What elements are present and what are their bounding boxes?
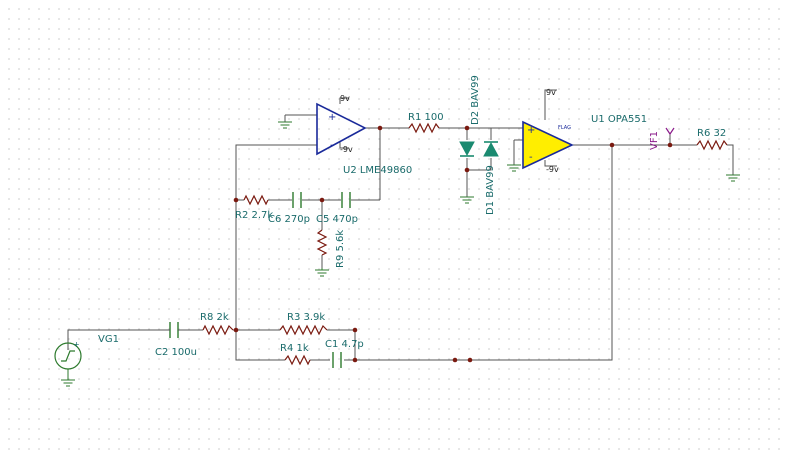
node-dot — [233, 327, 239, 333]
node-dot — [464, 167, 470, 173]
node-dot — [452, 357, 458, 363]
vf1-label: VF1 — [649, 131, 660, 150]
u2-neg-supply: -9v — [340, 145, 353, 154]
r8-label: R8 2k — [200, 312, 229, 323]
voltage-probe-vf1[interactable] — [665, 127, 675, 136]
u1-label: U1 OPA551 — [591, 114, 647, 125]
node-dot — [609, 142, 615, 148]
resistor-r4[interactable] — [284, 354, 311, 366]
u2-pos-supply: 9v — [340, 94, 350, 103]
ground-symbol — [460, 196, 474, 204]
opamp-u2[interactable]: + - — [278, 102, 367, 156]
node-dot — [667, 142, 673, 148]
capacitor-c1[interactable] — [332, 352, 342, 368]
c5-label: C5 470p — [316, 214, 358, 225]
resistor-r2[interactable] — [243, 194, 269, 206]
u1-minus-pin: - — [529, 152, 533, 163]
u1-plus-pin: + — [527, 125, 535, 136]
u2-label: U2 LME49860 — [343, 165, 412, 176]
u1-flag-pin: FLAG — [558, 125, 571, 131]
junction-nodes — [233, 125, 673, 363]
node-dot — [377, 125, 383, 131]
d2-label: D2 BAV99 — [470, 75, 481, 125]
u2-minus-pin: - — [330, 140, 334, 151]
c2-label: C2 100u — [155, 347, 197, 358]
r6-label: R6 32 — [697, 128, 726, 139]
d1-label: D1 BAV99 — [485, 165, 496, 215]
r4-label: R4 1k — [280, 343, 309, 354]
node-dot — [464, 125, 470, 131]
resistor-r8[interactable] — [202, 324, 234, 336]
wires — [67, 89, 734, 361]
vg1-plus-sign: + — [73, 340, 80, 349]
r3-label: R3 3.9k — [287, 312, 325, 323]
capacitor-c5[interactable] — [341, 192, 351, 208]
u2-plus-pin: + — [328, 112, 336, 123]
capacitor-c2[interactable] — [168, 322, 182, 338]
node-dot — [319, 197, 325, 203]
u1-pos-supply: 9v — [546, 88, 556, 97]
resistor-r1[interactable] — [408, 122, 440, 134]
r1-label: R1 100 — [408, 112, 444, 123]
capacitor-c6[interactable] — [292, 192, 302, 208]
c1-label: C1 4.7p — [325, 339, 364, 350]
node-dot — [352, 357, 358, 363]
resistor-r9[interactable] — [315, 229, 329, 277]
r2-label: R2 2.7k — [235, 210, 273, 221]
resistor-r3[interactable] — [279, 324, 328, 336]
diode-d1[interactable] — [483, 141, 499, 157]
c6-label: C6 270p — [268, 214, 310, 225]
node-dot — [233, 197, 239, 203]
node-dot — [467, 357, 473, 363]
vg1-label: VG1 — [98, 334, 119, 345]
opamp-u1[interactable]: + - FLAG — [507, 120, 574, 172]
diode-d2[interactable] — [459, 141, 475, 157]
node-dot — [352, 327, 358, 333]
r9-label: R9 5.6k — [335, 230, 346, 268]
u1-neg-supply: -9v — [546, 165, 559, 174]
resistor-r6[interactable] — [696, 139, 740, 182]
voltage-source-vg1[interactable]: + — [54, 340, 82, 387]
